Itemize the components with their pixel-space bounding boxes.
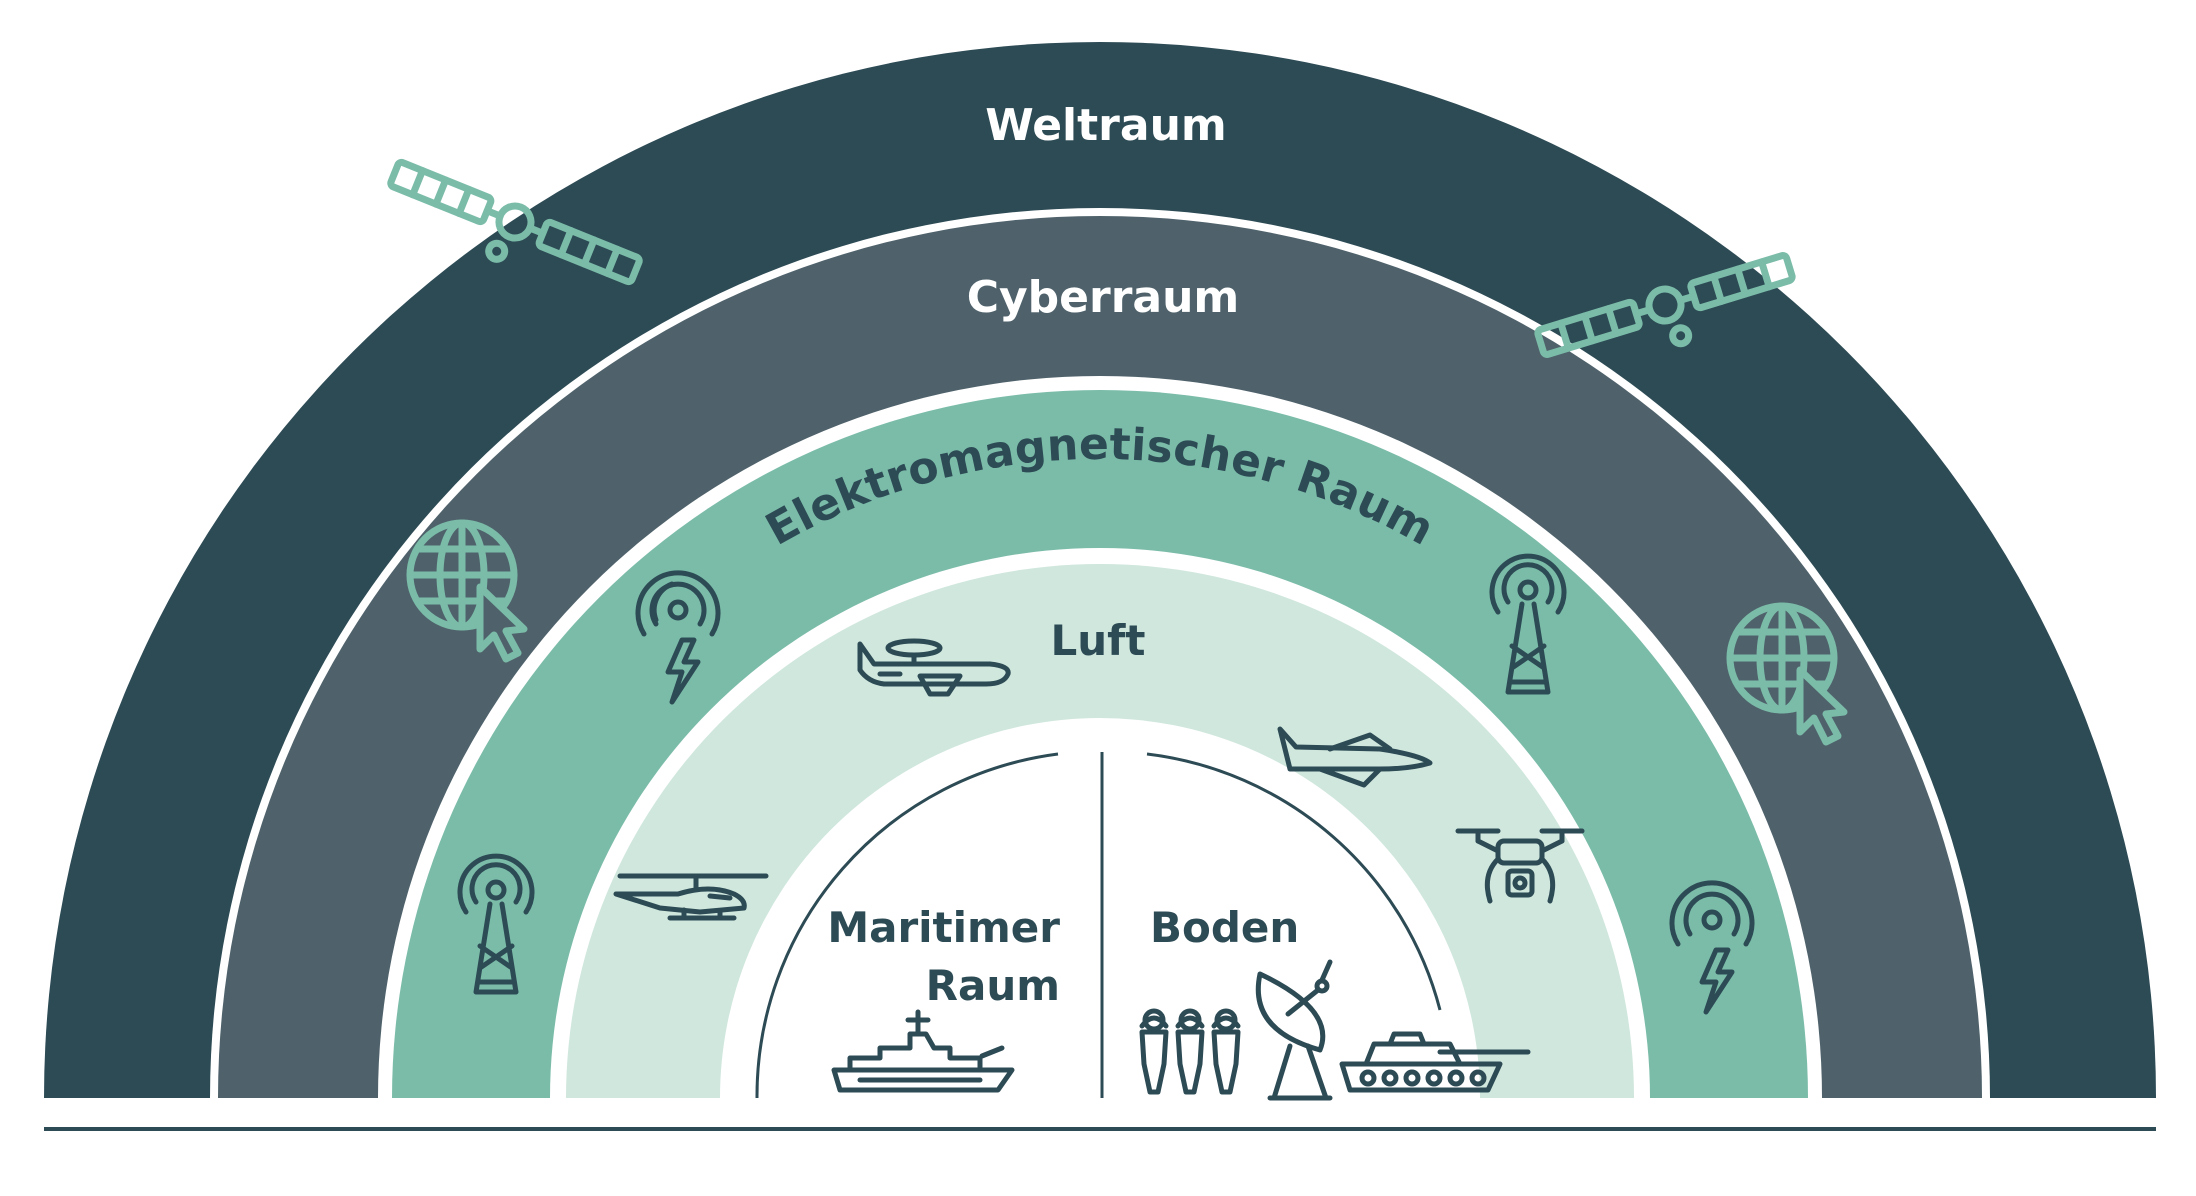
satellite-icon <box>1534 252 1796 358</box>
ground-line <box>44 1127 2156 1131</box>
broadcast-signal-icon <box>635 570 721 705</box>
radio-tower-icon <box>1489 553 1567 695</box>
land-arc <box>1146 752 1442 1011</box>
globe-cursor-icon <box>1726 602 1848 746</box>
label-space: Weltraum <box>985 100 1226 151</box>
fighter-jet-icon <box>1277 726 1433 788</box>
tank-icon <box>1339 1031 1531 1093</box>
satellite-icon <box>387 158 643 286</box>
warship-icon <box>831 1009 1015 1093</box>
label-air: Luft <box>1050 616 1145 665</box>
radar-dish-icon <box>1255 959 1333 1101</box>
radio-tower-icon <box>457 853 535 995</box>
label-maritime-line1: Maritimer <box>827 903 1060 952</box>
broadcast-signal-icon <box>1669 880 1755 1015</box>
drone-icon <box>1455 828 1585 904</box>
label-land: Boden <box>1150 903 1299 952</box>
label-maritime-line2: Raum <box>926 961 1060 1010</box>
label-cyber: Cyberraum <box>967 272 1240 323</box>
helicopter-icon <box>613 873 769 921</box>
globe-cursor-icon <box>406 519 528 663</box>
maritime-arc <box>755 752 1059 1099</box>
awacs-aircraft-icon <box>857 638 1011 697</box>
soldiers-icon <box>1139 1008 1241 1095</box>
core-maritime-land <box>720 718 1480 1098</box>
